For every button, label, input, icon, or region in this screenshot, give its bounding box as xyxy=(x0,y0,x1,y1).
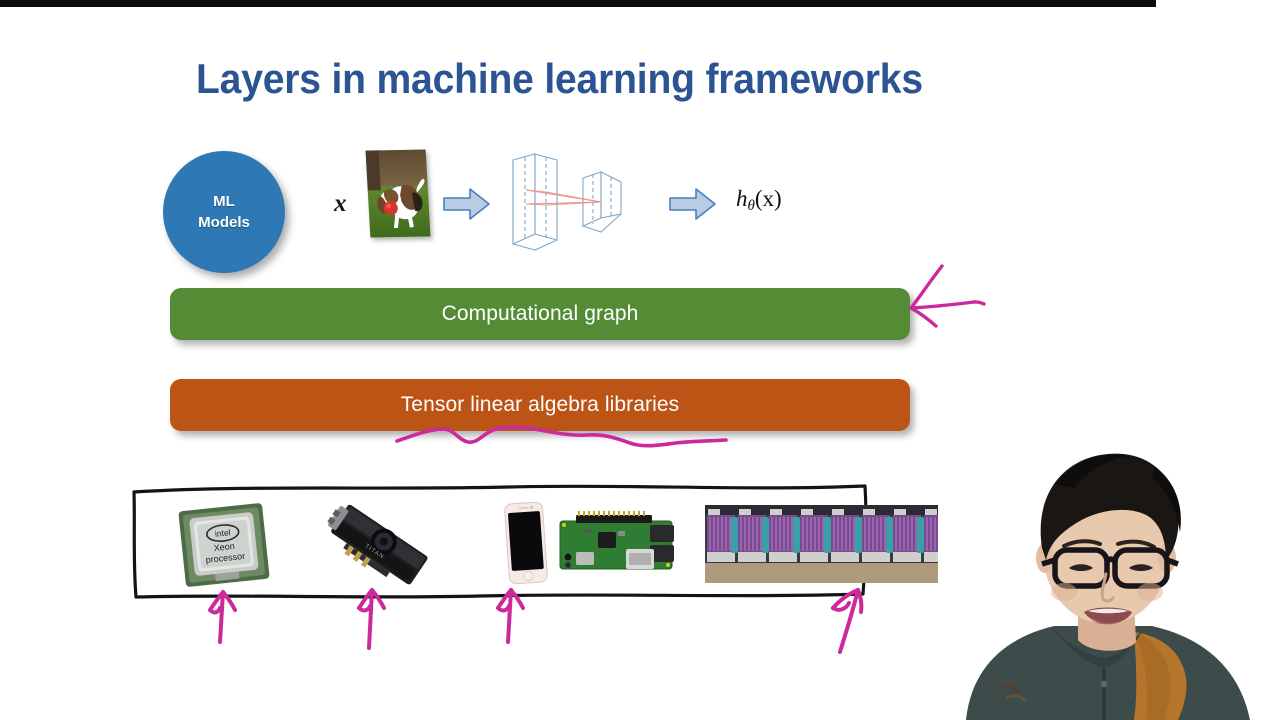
hardware-item-tpu-server-rack xyxy=(705,505,961,583)
ml-models-circle: ML Models xyxy=(163,151,285,273)
svg-text:Xeon: Xeon xyxy=(213,541,235,553)
layer-bar-computational-graph: Computational graph xyxy=(170,288,910,340)
layer-bar-tensor-libraries: Tensor linear algebra libraries xyxy=(170,379,910,431)
formula-argument: (x) xyxy=(754,186,782,211)
hardware-item-intel-xeon-cpu: intel Xeon processor xyxy=(172,499,276,591)
hardware-item-raspberry-pi xyxy=(554,505,682,581)
flow-arrow-2-icon xyxy=(668,186,718,222)
input-dog-photo xyxy=(365,149,431,238)
formula-base: h xyxy=(736,186,748,211)
layer-bar-tensor-libraries-label: Tensor linear algebra libraries xyxy=(400,393,680,416)
presenter-webcam-overlay xyxy=(938,440,1280,720)
layer-bar-computational-graph-label: Computational graph xyxy=(441,302,639,325)
input-variable-x: x xyxy=(334,190,347,217)
output-hypothesis-formula: hθ(x) xyxy=(736,186,782,215)
hardware-item-smartphone xyxy=(497,500,555,586)
video-letterbox-bar xyxy=(0,0,1156,7)
ml-models-label-line2: Models xyxy=(198,214,250,231)
ml-models-label: ML Models xyxy=(198,191,250,233)
svg-text:intel: intel xyxy=(214,527,231,539)
ml-models-label-line1: ML xyxy=(213,193,235,210)
page-title: Layers in machine learning frameworks xyxy=(196,55,923,102)
formula-subscript: θ xyxy=(747,198,755,214)
flow-arrow-1-icon xyxy=(442,186,492,222)
ink-arrow-to-computational-graph xyxy=(900,253,1000,348)
hardware-item-gpu-card: TITAN xyxy=(320,502,432,590)
svg-text:processor: processor xyxy=(205,551,245,565)
neural-network-diagram xyxy=(505,152,655,257)
